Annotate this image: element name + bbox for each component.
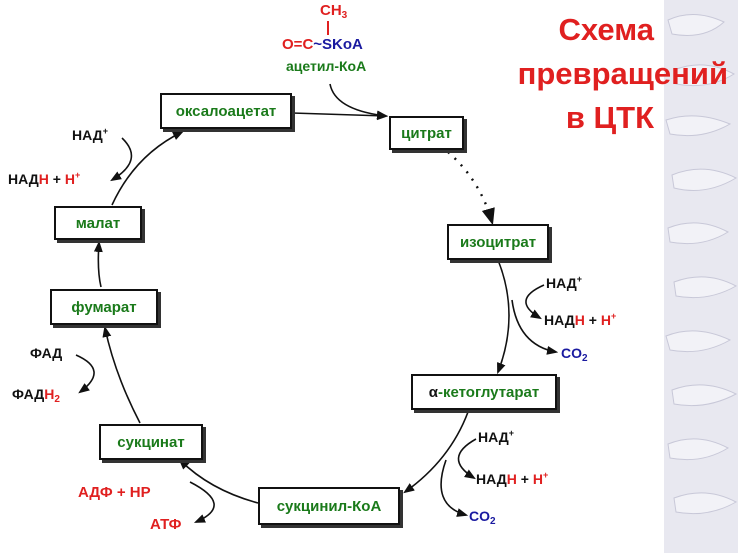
arrow-acetyl-to-citrate bbox=[329, 83, 389, 120]
node-alpha-ketoglutarate: α-кетоглутарат bbox=[411, 374, 557, 410]
node-succinyl-coa: сукцинил-КоА bbox=[258, 487, 400, 525]
label-nad-2: НАД+ bbox=[546, 274, 582, 291]
label-adp-pi: АДФ + НР bbox=[78, 484, 151, 501]
side-arrow-fad bbox=[75, 354, 95, 394]
label-nadh-3: НАДН + Н+ bbox=[476, 470, 549, 487]
acetyl-structure: O=C~SKoA bbox=[282, 36, 363, 53]
label-co2-2: CO2 bbox=[469, 508, 496, 527]
acetyl-ch3: CH3 bbox=[320, 2, 348, 21]
title-line-3: в ЦТК bbox=[565, 100, 654, 135]
arrow-succinyl-to-succinate bbox=[178, 458, 259, 504]
arrow-isocitrate-to-akg bbox=[497, 259, 510, 375]
arrow-succinate-to-fumarate bbox=[102, 325, 141, 424]
side-arrow-co2-2 bbox=[440, 459, 469, 517]
arrow-fumarate-to-malate bbox=[93, 240, 103, 288]
label-nad-3: НАД+ bbox=[478, 428, 514, 445]
side-arrow-atp bbox=[189, 481, 215, 523]
title-line-2: превращений bbox=[517, 56, 728, 91]
node-fumarate: фумарат bbox=[50, 289, 158, 325]
side-arrow-nad-3 bbox=[457, 438, 477, 480]
node-malate: малат bbox=[54, 206, 142, 240]
label-atp: АТФ bbox=[150, 516, 182, 533]
side-arrow-nad-2 bbox=[525, 284, 545, 320]
arrow-akg-to-succinyl bbox=[403, 411, 469, 494]
label-nadh-2: НАДН + Н+ bbox=[544, 311, 617, 328]
side-arrow-nad-1 bbox=[110, 137, 133, 182]
title-line-1: Схема bbox=[558, 12, 654, 47]
label-nadh-1: НАДН + Н+ bbox=[8, 170, 81, 187]
label-co2-1: CO2 bbox=[561, 345, 588, 364]
decorative-side-pattern bbox=[664, 0, 738, 553]
label-fadh2: ФАДН2 bbox=[12, 386, 60, 405]
acetyl-bond-vertical bbox=[327, 21, 329, 35]
acetyl-coa-label: ацетил-КоА bbox=[286, 58, 367, 74]
side-arrow-co2-1 bbox=[511, 299, 559, 355]
node-succinate: сукцинат bbox=[99, 424, 203, 460]
label-fad: ФАД bbox=[30, 345, 63, 361]
node-oxaloacetate: оксалоацетат bbox=[160, 93, 292, 129]
arrow-citrate-to-isocitrate bbox=[447, 151, 495, 226]
node-citrate: цитрат bbox=[389, 116, 464, 150]
arrow-malate-to-oxaloacetate bbox=[111, 131, 185, 206]
arrow-oxaloacetate-to-citrate bbox=[291, 111, 389, 121]
label-nad-1: НАД+ bbox=[72, 126, 108, 143]
node-isocitrate: изоцитрат bbox=[447, 224, 549, 260]
